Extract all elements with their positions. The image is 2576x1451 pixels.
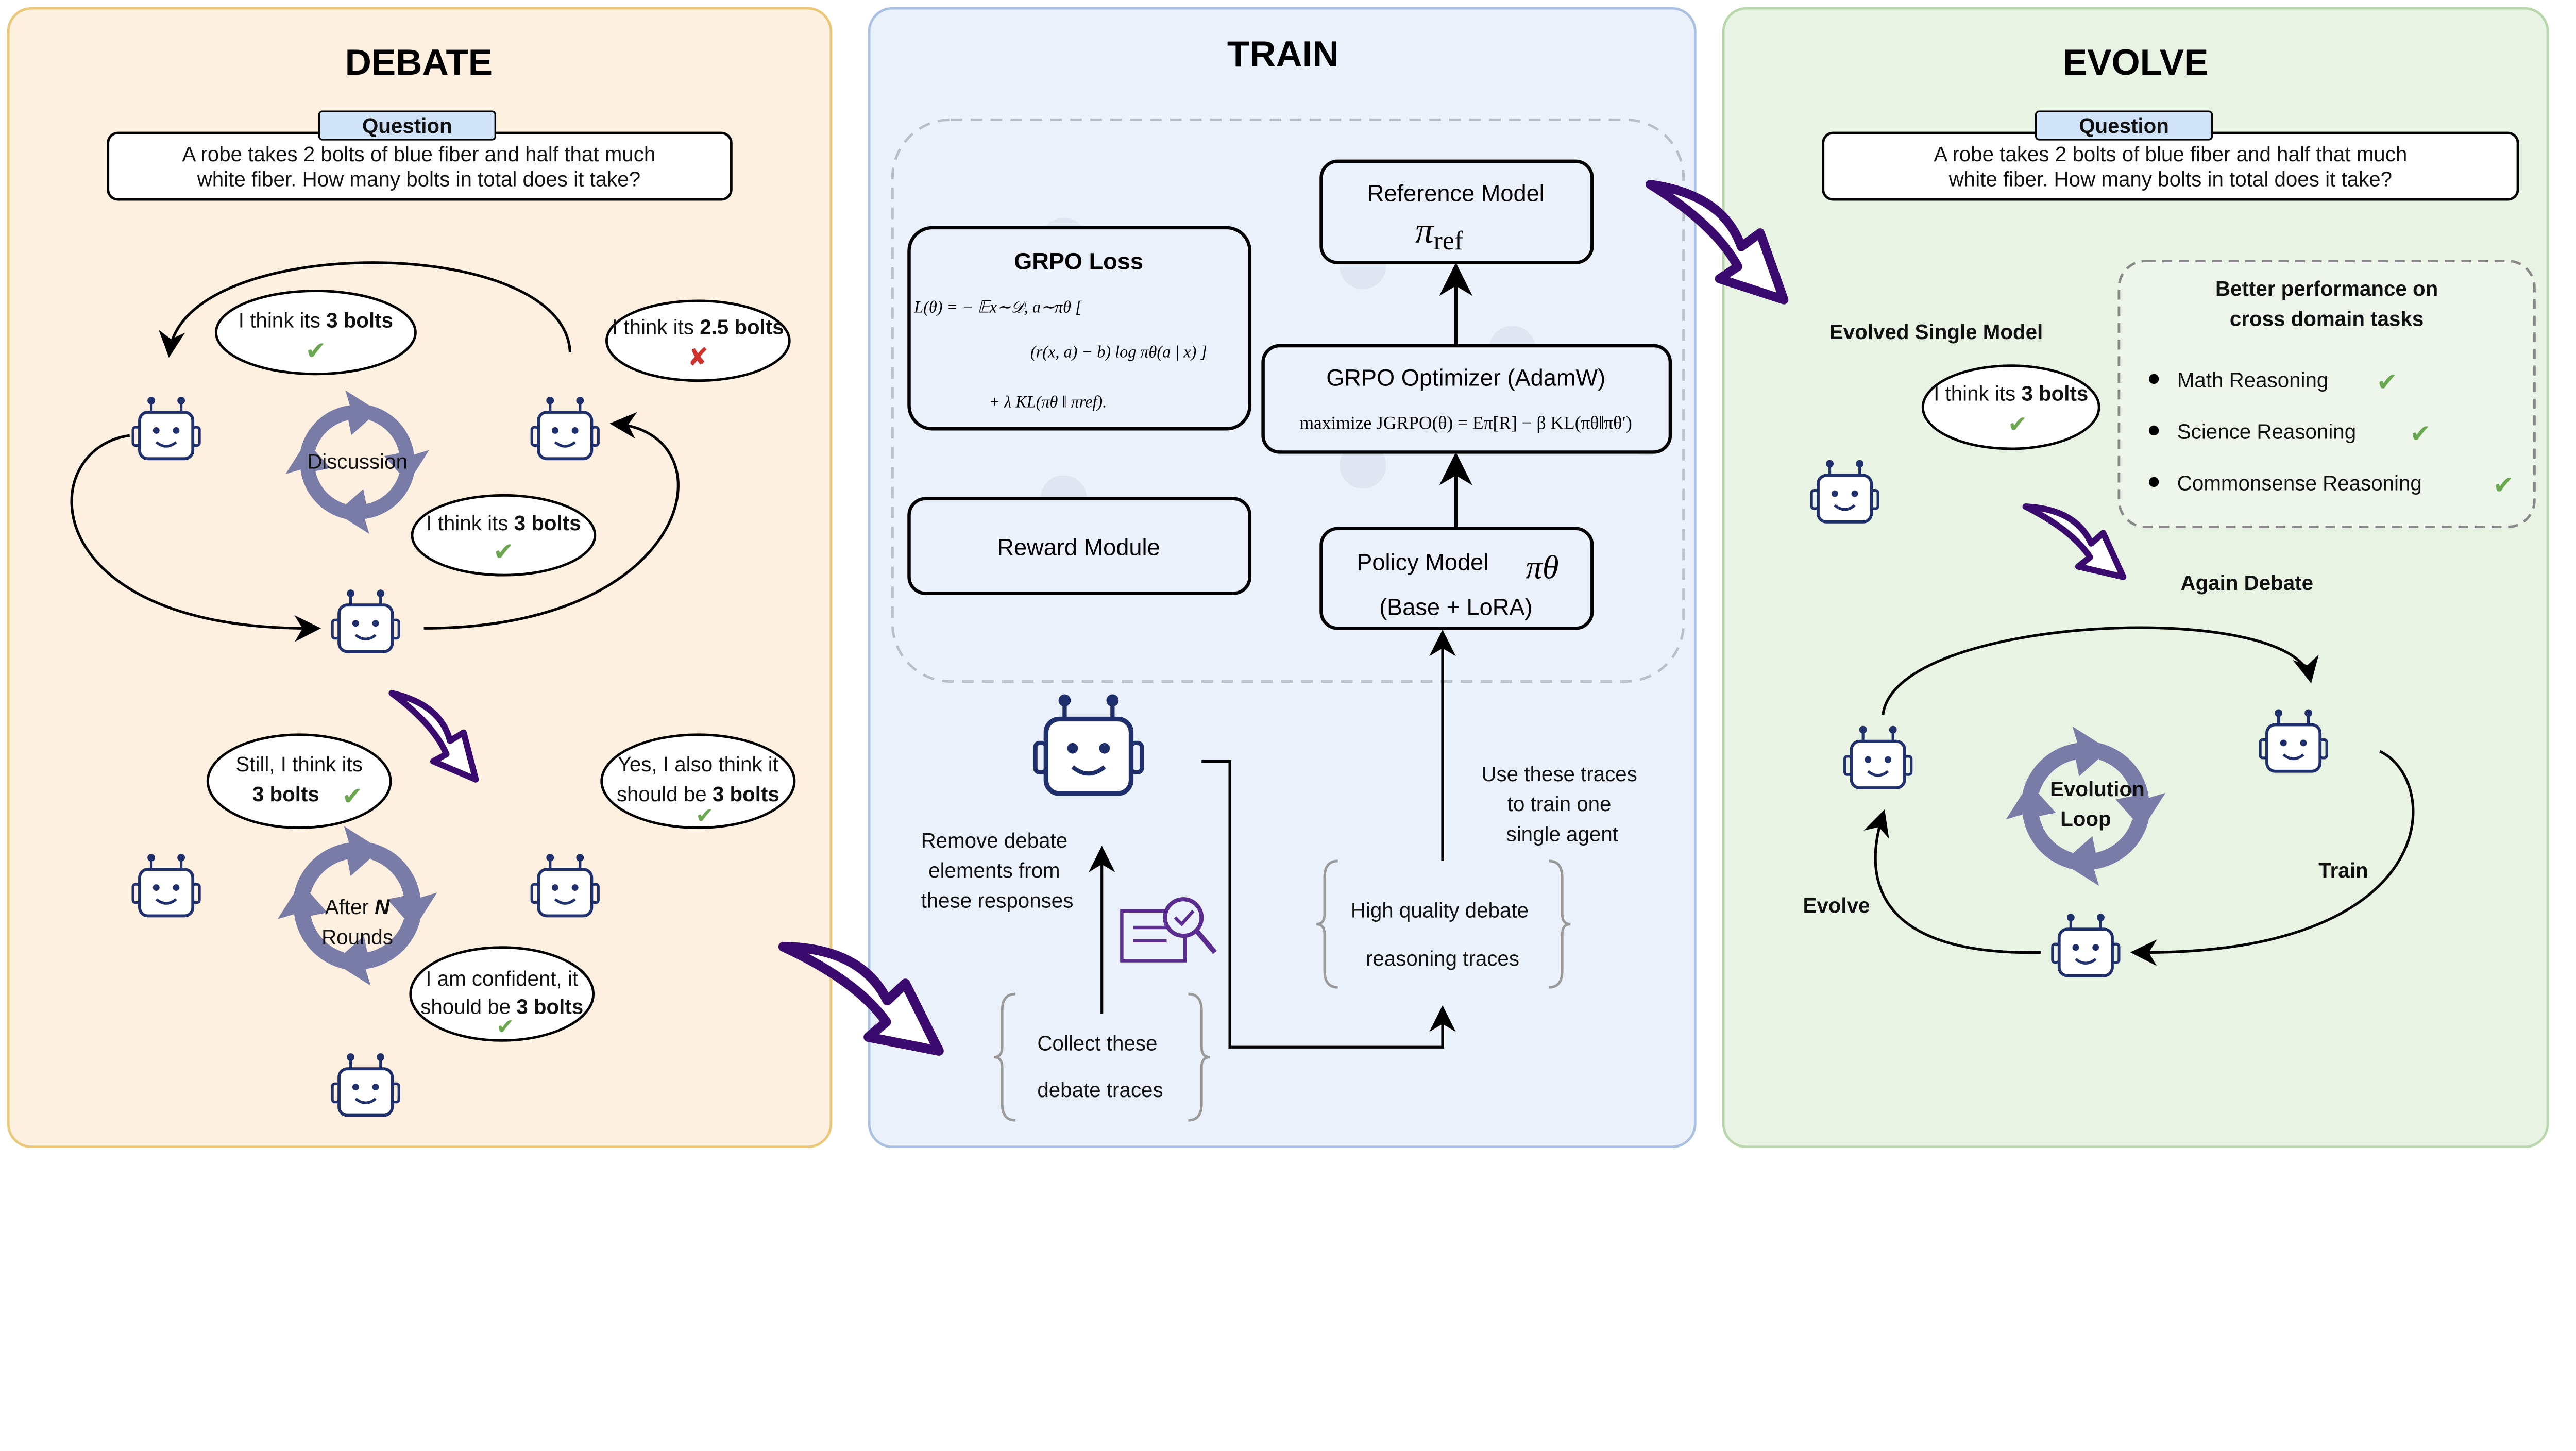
arrow-r3-to-r2 (423, 412, 680, 630)
svg-text:I think its 3 bolts: I think its 3 bolts (426, 511, 581, 535)
better-title-line2: cross domain tasks (2230, 307, 2424, 330)
better-title-line1: Better performance on (2215, 277, 2438, 300)
reference-model-box: Reference Model πref (1319, 159, 1594, 264)
check-icon: ✔ (493, 538, 514, 566)
evolve-label: Evolve (1803, 893, 1870, 917)
question-tag (318, 110, 496, 141)
discussion-label: Discussion (307, 450, 408, 474)
train-title: TRAIN (1227, 34, 1339, 75)
svg-text:πref: πref (1415, 211, 1464, 256)
right-brace (1188, 992, 1210, 1122)
svg-text:should be 3 bolts: should be 3 bolts (617, 782, 779, 806)
svg-text:GRPO Loss: GRPO Loss (1014, 248, 1143, 275)
svg-text:3 bolts: 3 bolts (252, 782, 319, 806)
question-tag (2035, 110, 2213, 141)
collect-traces-text: Collect these debate traces (1037, 1032, 1163, 1102)
arrow-robot2-to-robot3 (2130, 750, 2415, 966)
speech-bubble-6: I am confident, it should be 3 bolts ✔ (409, 946, 595, 1042)
svg-text:I think its 2.5 bolts: I think its 2.5 bolts (612, 315, 784, 339)
svg-text:πθ: πθ (1526, 549, 1559, 586)
check-icon: ✔ (2493, 471, 2514, 499)
better-performance-box: Better performance on cross domain tasks… (2117, 260, 2536, 528)
arrow-robot1-to-robot2 (1882, 626, 2319, 715)
debate-title: DEBATE (345, 42, 493, 83)
evolution-loop-label-2: Loop (2060, 807, 2111, 831)
svg-text:I think its 3 bolts: I think its 3 bolts (1934, 381, 2088, 405)
grpo-loss-box: GRPO Loss L(θ) = − 𝔼x∼𝒟, a∼πθ [ (r(x, a)… (907, 226, 1252, 431)
question-text-line2: white fiber. How many bolts in total doe… (197, 167, 640, 191)
svg-text:Policy Model: Policy Model (1357, 549, 1488, 575)
speech-bubble-3: I think its 3 bolts ✔ (411, 494, 597, 577)
evolve-title: EVOLVE (2063, 42, 2209, 83)
svg-text:should be 3 bolts: should be 3 bolts (420, 995, 583, 1019)
reward-module-box: Reward Module (907, 497, 1252, 595)
arrow-robot3-to-robot1 (1863, 809, 2041, 954)
svg-text:maximize JGRPO(θ) = Eπ[R] − β: maximize JGRPO(θ) = Eπ[R] − β KL(πθ‖πθ′) (1299, 412, 1632, 433)
check-icon: ✔ (496, 1014, 514, 1038)
arrow-r2-to-r1 (159, 261, 572, 358)
question-tag-label: Question (2079, 114, 2169, 138)
evolved-single-model-label: Evolved Single Model (1829, 320, 2043, 344)
speech-bubble-4: Still, I think its 3 bolts ✔ (206, 733, 392, 829)
task-science: Science Reasoning (2177, 420, 2356, 444)
svg-text:I think its 3 bolts: I think its 3 bolts (239, 308, 393, 332)
use-traces-text: Use these traces to train one single age… (1481, 762, 1643, 846)
check-icon: ✔ (2377, 368, 2398, 396)
check-icon: ✔ (2410, 420, 2431, 448)
policy-model-box: Policy Model πθ (Base + LoRA) (1319, 527, 1594, 630)
check-icon: ✔ (306, 337, 327, 365)
svg-text:Yes, I also think it: Yes, I also think it (618, 752, 778, 776)
svg-text:(Base + LoRA): (Base + LoRA) (1379, 594, 1532, 620)
document-search-icon (1120, 897, 1217, 963)
speech-bubble-5: Yes, I also think it should be 3 bolts ✔ (600, 733, 796, 829)
check-icon: ✔ (342, 782, 363, 810)
train-label: Train (2318, 858, 2368, 882)
high-quality-traces-text: High quality debate reasoning traces (1351, 899, 1534, 971)
debate-panel: DEBATE Question A robe takes 2 bolts of … (7, 7, 833, 1148)
right-brace (1549, 859, 1571, 989)
cross-icon: ✘ (688, 344, 709, 372)
grpo-optimizer-box: GRPO Optimizer (AdamW) maximize JGRPO(θ)… (1261, 344, 1672, 454)
task-math: Math Reasoning (2177, 368, 2329, 392)
task-commonsense: Commonsense Reasoning (2177, 471, 2422, 495)
speech-bubble-evolved: I think its 3 bolts ✔ (1921, 364, 2100, 450)
svg-text:Reference Model: Reference Model (1367, 180, 1545, 206)
rounds-label: Rounds (321, 925, 393, 949)
left-brace (1316, 859, 1338, 989)
framework-diagram: DEBATE Question A robe takes 2 bolts of … (7, 7, 2549, 1148)
loss-formula-line2: (r(x, a) − b) log πθ(a | x) ] (1030, 343, 1207, 361)
question-text-line1: A robe takes 2 bolts of blue fiber and h… (182, 142, 655, 166)
check-icon: ✔ (696, 803, 714, 828)
train-panel: TRAIN GRPO Loss L(θ) = − 𝔼x∼𝒟, a∼πθ [ (r… (868, 7, 1697, 1148)
loss-formula-line1: L(θ) = − 𝔼x∼𝒟, a∼πθ [ (913, 297, 1082, 316)
evolve-panel: EVOLVE Question A robe takes 2 bolts of … (1722, 7, 2549, 1148)
remove-debate-text: Remove debate elements from these respon… (921, 829, 1074, 912)
svg-text:I am confident, it: I am confident, it (426, 967, 578, 990)
arrow-robot-to-traces (1201, 760, 1456, 1049)
question-text-line2: white fiber. How many bolts in total doe… (1948, 167, 2392, 191)
svg-text:GRPO Optimizer (AdamW): GRPO Optimizer (AdamW) (1326, 364, 1605, 391)
training-module-boundary (891, 118, 1685, 683)
arrow-r1-to-r3 (70, 434, 321, 642)
svg-text:Still, I think its: Still, I think its (235, 752, 362, 776)
speech-bubble-2: I think its 2.5 bolts ✘ (605, 299, 791, 382)
again-debate-label: Again Debate (2180, 571, 2313, 595)
question-tag-label: Question (362, 114, 452, 138)
question-text-line1: A robe takes 2 bolts of blue fiber and h… (1934, 142, 2407, 166)
evolution-loop-label: Evolution (2050, 777, 2145, 801)
left-brace (993, 992, 1016, 1122)
check-icon: ✔ (2008, 411, 2027, 437)
loss-formula-line3: + λ KL(πθ ‖ πref). (989, 392, 1107, 411)
svg-text:Reward Module: Reward Module (997, 534, 1160, 560)
speech-bubble-1: I think its 3 bolts ✔ (214, 290, 417, 376)
rounds-label-1: After N (325, 895, 390, 919)
